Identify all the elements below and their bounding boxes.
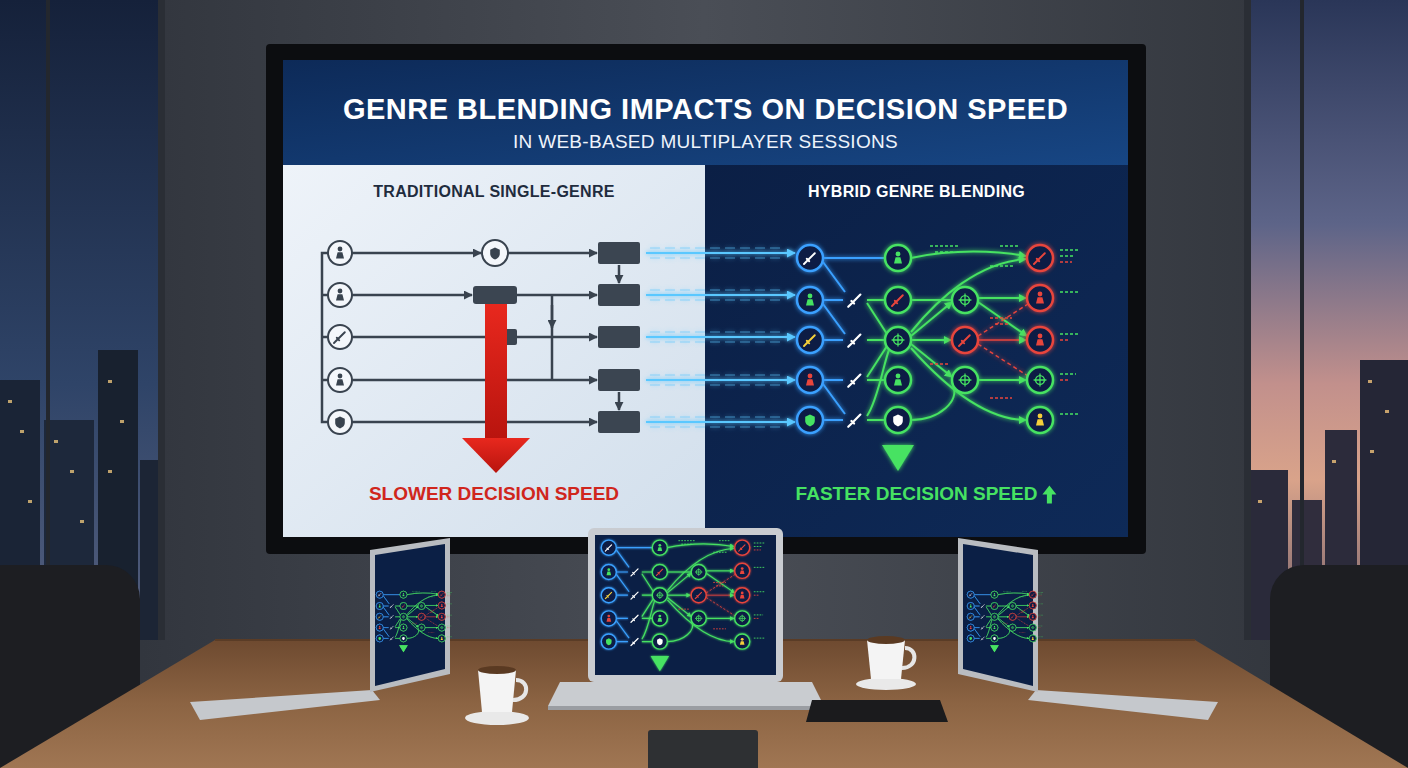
single-genre-flow [322,240,640,473]
left-laptop [190,538,453,720]
left-window [0,0,165,640]
speed-verdict: FASTER DECISION SPEED [796,483,1038,506]
right-window [1244,0,1408,640]
center-laptop [548,528,824,710]
left-panel-ground [283,165,705,537]
panel-heading: HYBRID GENRE BLENDING [808,182,1025,201]
right-panel-ground [705,165,1128,537]
speed-verdict: SLOWER DECISION SPEED [369,483,619,506]
diagram-title: GENRE BLENDING IMPACTS ON DECISION SPEED [343,92,1068,127]
up-arrow-icon [1042,486,1056,504]
diagram-subtitle: IN WEB-BASED MULTIPLAYER SESSIONS [513,131,898,154]
comparison-panel: TRADITIONAL SINGLE-GENRE SLOWER DECISION … [283,165,705,537]
notebook [806,700,948,722]
comparison-panel: HYBRID GENRE BLENDING FASTER DECISION SPE… [705,165,1128,537]
transition-lines [646,248,795,427]
coffee-cup [856,636,916,690]
right-laptop [958,538,1218,720]
tablet [648,730,758,768]
screen-header [283,60,1128,165]
tv-bezel [266,44,1146,554]
fast-down-arrow [882,445,914,471]
panel-heading: TRADITIONAL SINGLE-GENRE [373,182,615,201]
slow-arrow [462,304,530,473]
hybrid-network [797,245,1080,471]
coffee-cup [465,666,529,725]
data-ticks [930,246,1080,414]
